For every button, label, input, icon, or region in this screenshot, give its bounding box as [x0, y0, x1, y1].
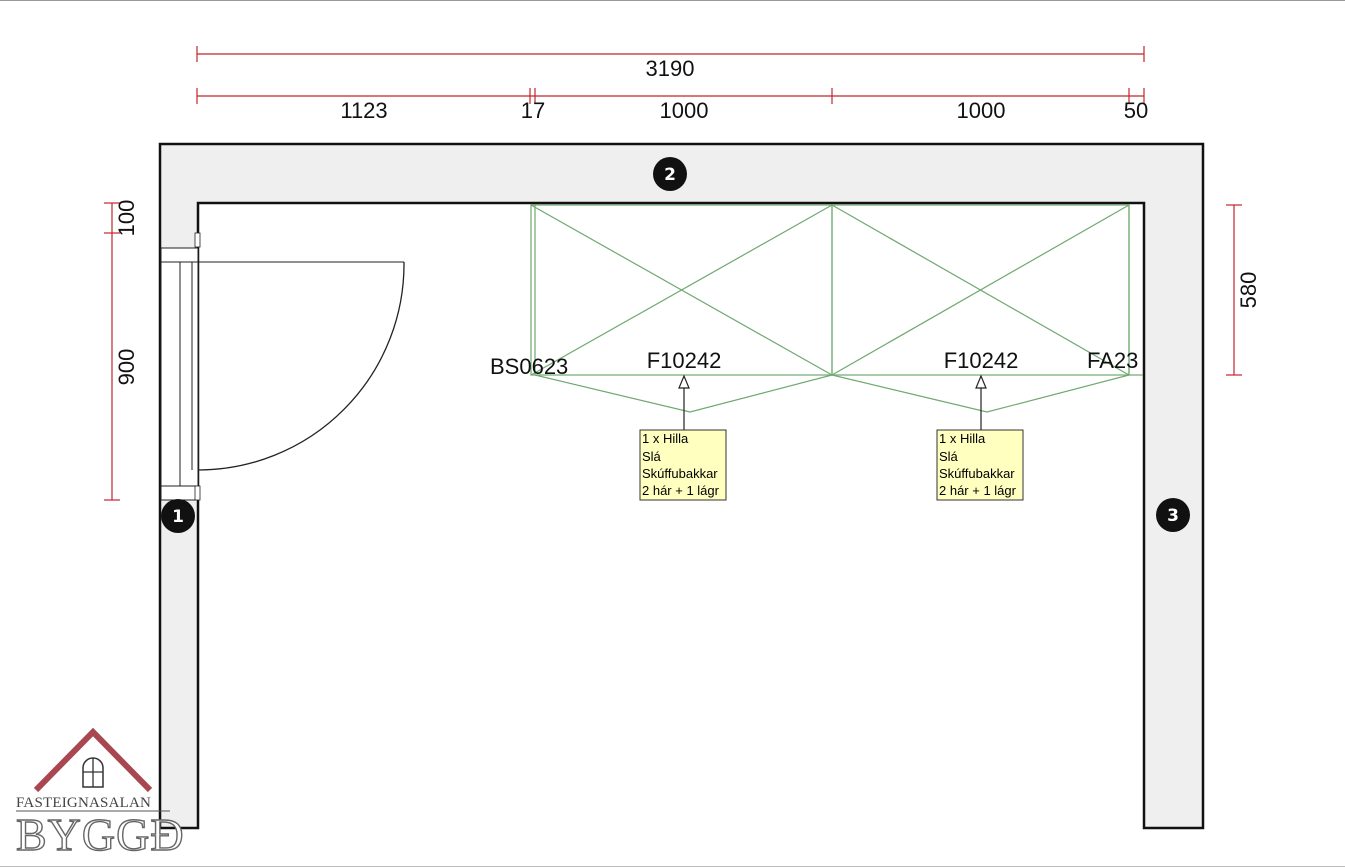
- note-line: 1 x Hilla: [642, 431, 689, 446]
- logo-window-icon: [82, 757, 104, 788]
- note-box: [639, 429, 727, 501]
- wardrobe-units: [530, 204, 1143, 413]
- unit-a-door-swing: [534, 374, 833, 413]
- door: [160, 232, 405, 501]
- dim-segment-label: 1123: [340, 98, 387, 123]
- company-logo: FASTEIGNASALAN BYGGÐ: [15, 727, 185, 861]
- unit-b-door-swing: [831, 374, 1130, 413]
- unit-labels: BS0623 F10242 F10242 FA23: [490, 348, 1138, 379]
- wall-badge-3: [1156, 498, 1190, 532]
- dim-segment-label: 1000: [957, 98, 1006, 123]
- unit-a-diag-2: [530, 204, 833, 376]
- note-line: Slá: [939, 449, 959, 464]
- note-line: Slá: [642, 449, 662, 464]
- logo-top-text: FASTEIGNASALAN: [16, 795, 151, 811]
- door-swing-arc: [197, 261, 405, 471]
- note-line: 2 hár + 1 lágr: [939, 483, 1017, 498]
- dim-left-top-label: 100: [114, 200, 139, 237]
- bs-code-label: BS0623: [490, 354, 568, 379]
- note-line: 1 x Hilla: [939, 431, 986, 446]
- dim-left-door-label: 900: [114, 349, 139, 386]
- logo-bottom-text: BYGGÐ: [16, 809, 185, 860]
- wall-badge-1-label: 1: [172, 507, 184, 527]
- dim-segment-label: 17: [521, 98, 545, 123]
- dimension-lines: [104, 46, 1242, 501]
- door-jamb-top: [160, 247, 199, 263]
- unit-a-code-label: F10242: [647, 348, 722, 373]
- logo-roof: [33, 727, 153, 793]
- wall-outline: [158, 142, 1205, 830]
- fa-code-label: FA23: [1087, 348, 1138, 373]
- note-line: Skúffubakkar: [642, 466, 718, 481]
- note-line: Skúffubakkar: [939, 466, 1015, 481]
- note-line: 2 hár + 1 lágr: [642, 483, 720, 498]
- note-box: [936, 429, 1024, 501]
- dimension-labels: 3190 1123 17 1000 1000 50 100 900 580: [114, 56, 1261, 385]
- dim-segment-label: 50: [1124, 98, 1148, 123]
- wall-badge-2: [653, 157, 687, 191]
- note-b: 1 x Hilla Slá Skúffubakkar 2 hár + 1 lág…: [936, 429, 1024, 501]
- arrow-head-icon: [975, 374, 987, 389]
- wall-badge-3-label: 3: [1167, 506, 1179, 526]
- arrow-head-icon: [678, 374, 690, 389]
- note-a: 1 x Hilla Slá Skúffubakkar 2 hár + 1 lág…: [639, 429, 727, 501]
- wall-badge-2-label: 2: [664, 165, 676, 185]
- door-hinge-bottom: [194, 485, 201, 501]
- wall-badge-1: [161, 499, 195, 533]
- dim-right-depth-label: 580: [1236, 272, 1261, 309]
- dim-overall-label: 3190: [646, 56, 695, 81]
- walls: [158, 142, 1205, 830]
- door-jamb-bottom: [160, 485, 199, 501]
- wall-badges: 1 2 3: [161, 157, 1190, 533]
- dim-segment-label: 1000: [660, 98, 709, 123]
- unit-b-diag-2: [831, 204, 1130, 376]
- door-hinge-top: [194, 232, 201, 248]
- leader-arrows: [678, 374, 987, 430]
- unit-b-code-label: F10242: [944, 348, 1019, 373]
